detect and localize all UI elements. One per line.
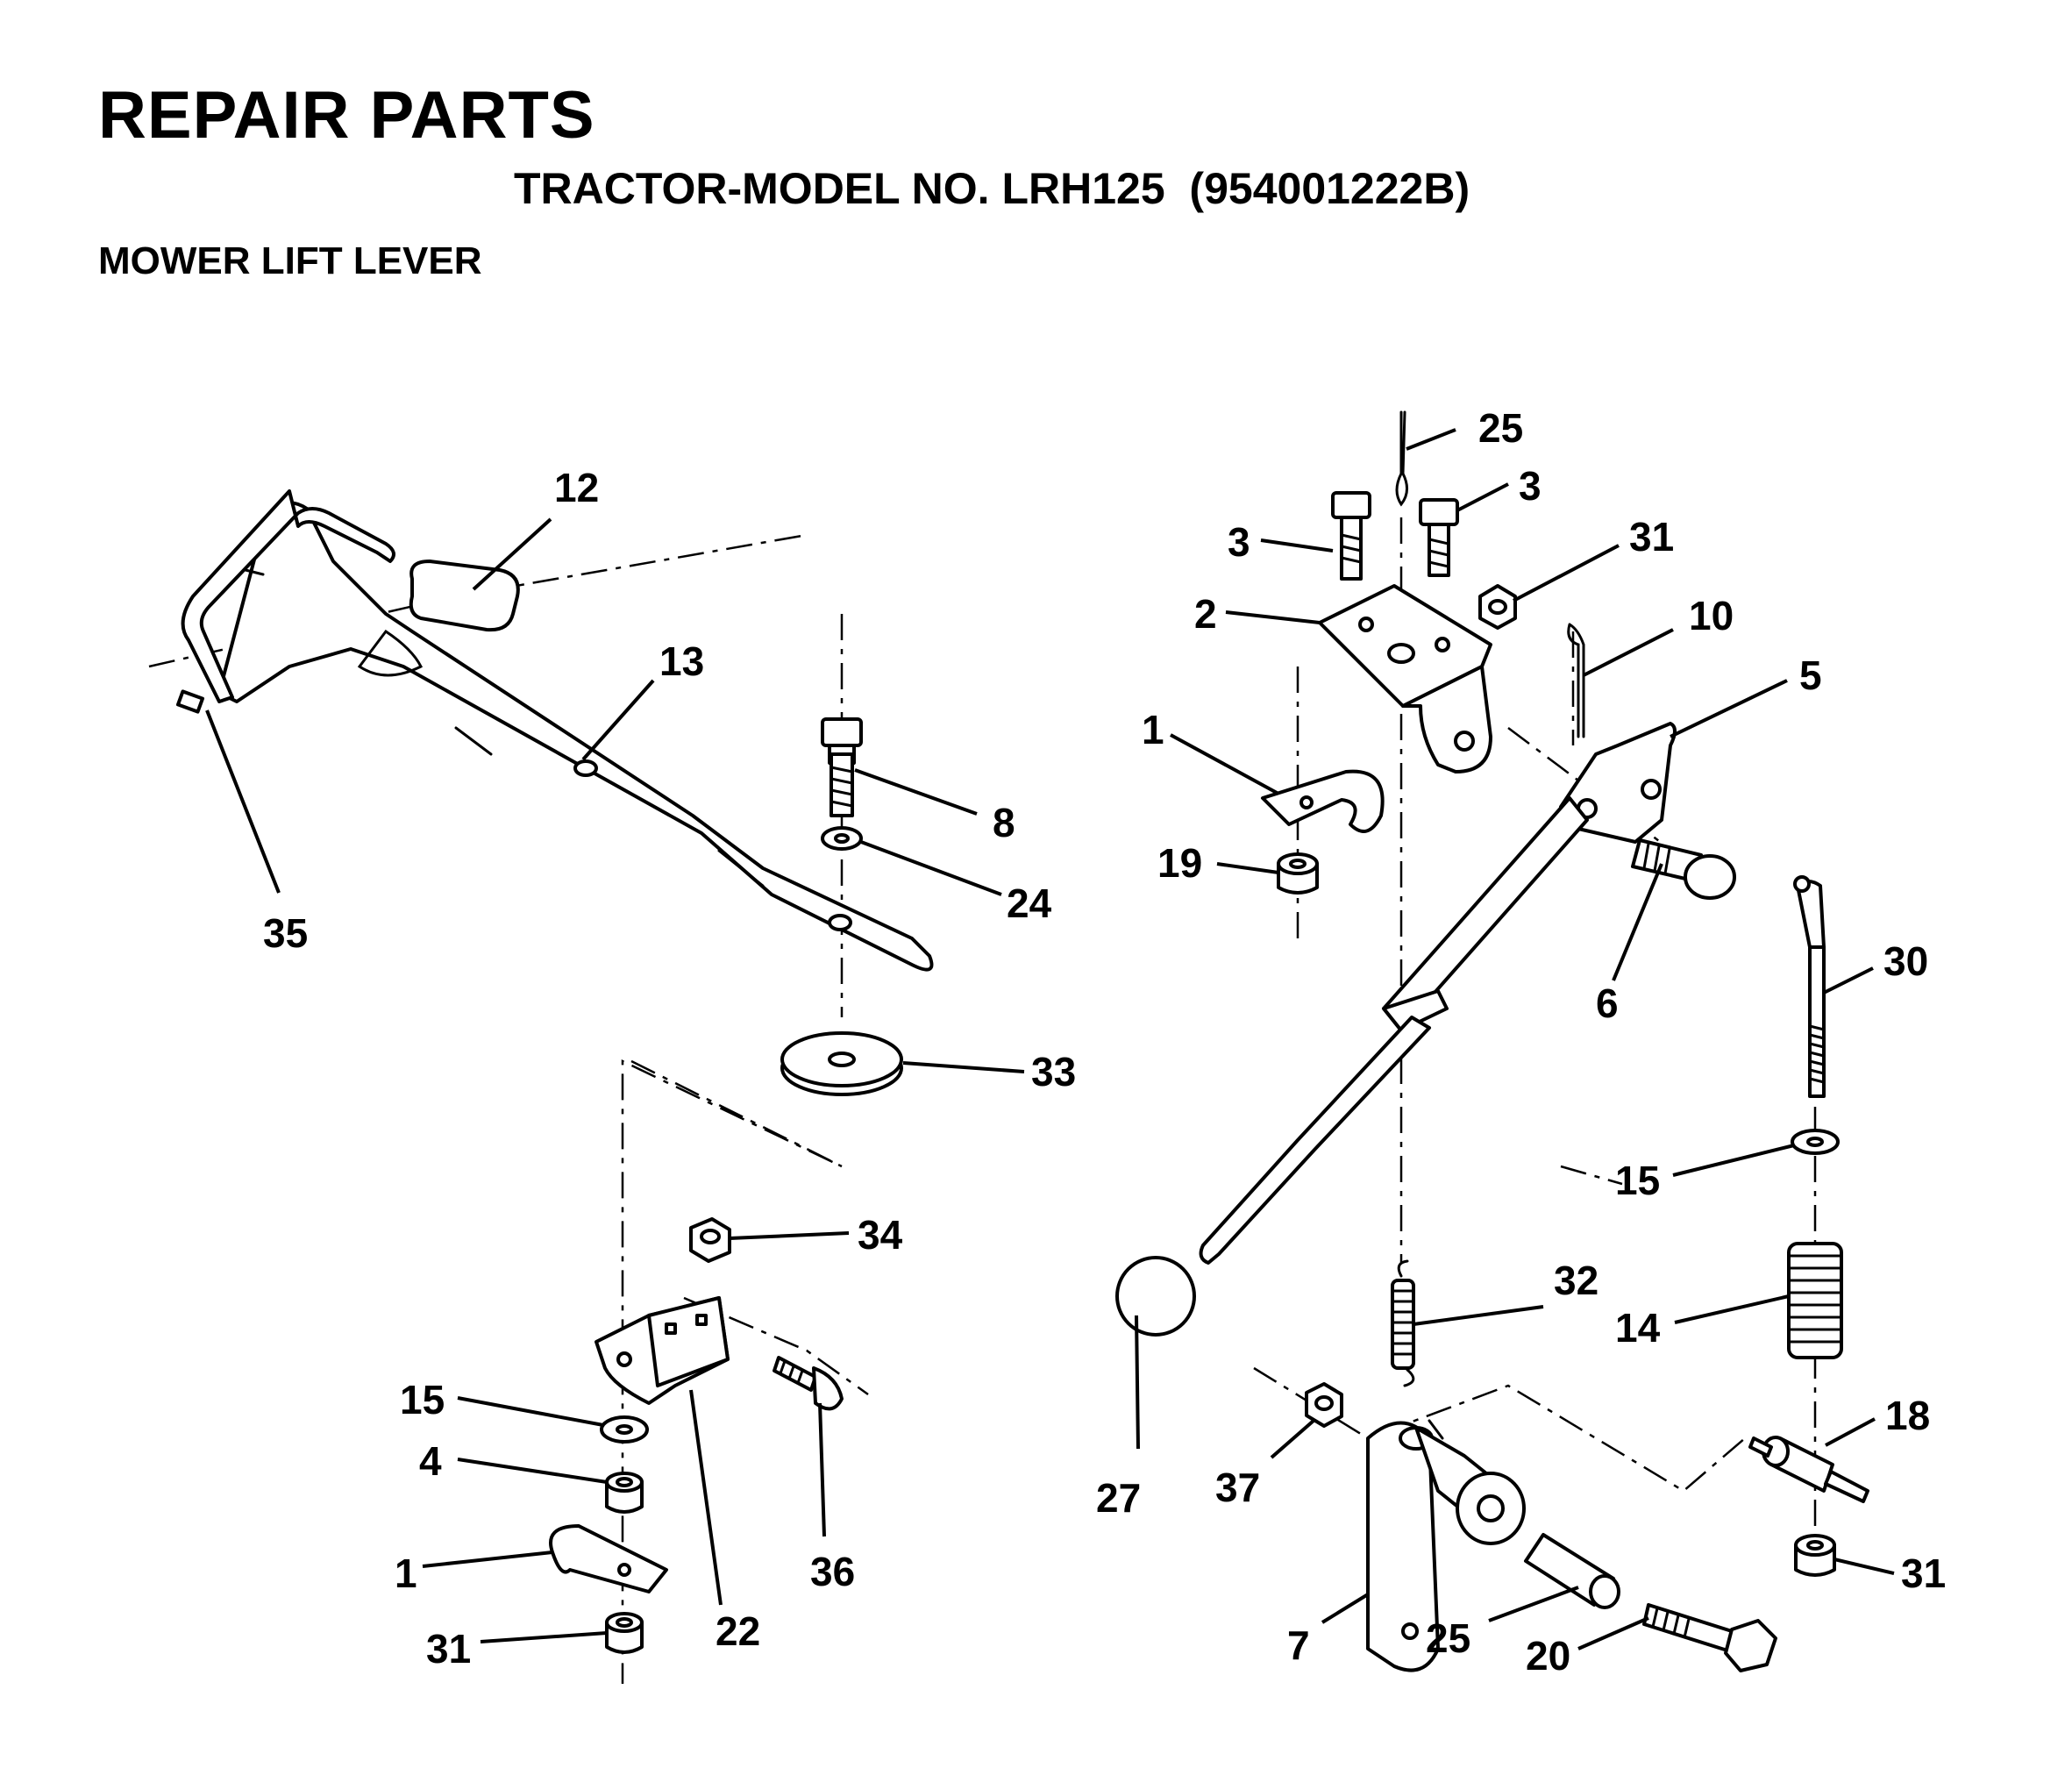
callout-37: 37 <box>1215 1465 1260 1510</box>
handle-frame <box>181 489 395 703</box>
callout-3-left: 3 <box>1228 519 1250 565</box>
part-3-bolt <box>1419 498 1459 577</box>
part-30-rod <box>1793 875 1826 1098</box>
callout-7: 7 <box>1287 1622 1310 1668</box>
part-20-bolt <box>1642 1603 1777 1672</box>
callout-8: 8 <box>993 800 1015 845</box>
part-35-pin <box>175 689 205 714</box>
callout-12: 12 <box>554 465 599 510</box>
callout-5: 5 <box>1799 652 1822 698</box>
callout-1-right: 1 <box>1142 707 1164 752</box>
callout-15-right: 15 <box>1615 1158 1660 1203</box>
part-3-bolt <box>1331 491 1371 581</box>
callout-33: 33 <box>1031 1049 1076 1094</box>
part-4-nut <box>605 1472 644 1514</box>
part-19-nut <box>1277 852 1319 895</box>
part-31-nut <box>1478 584 1517 630</box>
callout-23: 25 <box>1478 405 1523 451</box>
part-18-trunnion <box>1748 1436 1869 1503</box>
part-33-washer <box>780 1031 903 1096</box>
part-12-grip <box>409 560 520 632</box>
callout-31-bottom-right: 31 <box>1901 1551 1946 1596</box>
callout-24: 24 <box>1007 880 1052 926</box>
leader-lines <box>205 428 1895 1650</box>
callout-31-left: 31 <box>426 1626 471 1672</box>
callout-1-left: 1 <box>395 1551 417 1596</box>
part-10-cotter-pin <box>1567 623 1585 738</box>
callout-36: 36 <box>810 1549 855 1594</box>
callout-35: 35 <box>263 910 308 956</box>
callout-15-left: 15 <box>400 1377 445 1422</box>
callout-6: 6 <box>1596 980 1619 1026</box>
callout-25: 25 <box>1426 1615 1470 1661</box>
part-2-bracket <box>1318 584 1492 774</box>
page-title: REPAIR PARTS <box>98 78 595 153</box>
part-22-bracket <box>595 1296 730 1405</box>
part-7-pivot-arm <box>1366 1419 1526 1672</box>
callout-20: 20 <box>1526 1633 1570 1679</box>
callout-4: 4 <box>419 1438 442 1484</box>
callout-2: 2 <box>1194 591 1217 637</box>
part-1-clip <box>549 1524 668 1593</box>
callout-32: 32 <box>1554 1258 1599 1303</box>
callout-30: 30 <box>1883 938 1928 984</box>
callout-19: 19 <box>1157 840 1202 886</box>
callout-31-top: 31 <box>1629 514 1674 560</box>
part-36-carriage-bolt <box>773 1356 844 1411</box>
part-1-clip <box>1261 769 1385 833</box>
part-31-nut <box>605 1612 644 1654</box>
part-37-nut <box>1305 1382 1343 1428</box>
part-27-knob <box>1115 1256 1196 1337</box>
callout-27: 27 <box>1096 1475 1141 1521</box>
lever-hole <box>573 759 598 777</box>
callout-34: 34 <box>858 1212 903 1258</box>
callout-22: 22 <box>716 1608 760 1654</box>
part-5-lift-lever <box>1199 722 1677 1265</box>
callout-14: 14 <box>1615 1305 1661 1351</box>
part-25-spacer <box>1524 1533 1620 1609</box>
callout-3-right: 3 <box>1519 463 1542 509</box>
part-32-spring <box>1391 1259 1415 1387</box>
callout-13: 13 <box>659 638 704 684</box>
part-23-cotter-pin <box>1395 410 1408 507</box>
callout-numbers: 12 13 35 8 24 33 34 22 36 15 4 1 31 25 3… <box>263 405 1946 1679</box>
model-number: TRACTOR-MODEL NO. LRH125 (954001222B) <box>514 164 1470 213</box>
part-34-nut <box>689 1217 731 1263</box>
part-6-shoulder-bolt <box>1631 838 1736 900</box>
part-8-bolt <box>821 717 863 817</box>
part-31-nut <box>1794 1534 1836 1577</box>
callout-10: 10 <box>1689 593 1734 638</box>
callout-18: 18 <box>1885 1393 1930 1438</box>
part-14-spring <box>1787 1242 1843 1359</box>
lever-hole <box>828 914 852 931</box>
assembly-centerlines <box>148 517 1817 1684</box>
section-title: MOWER LIFT LEVER <box>98 239 482 282</box>
